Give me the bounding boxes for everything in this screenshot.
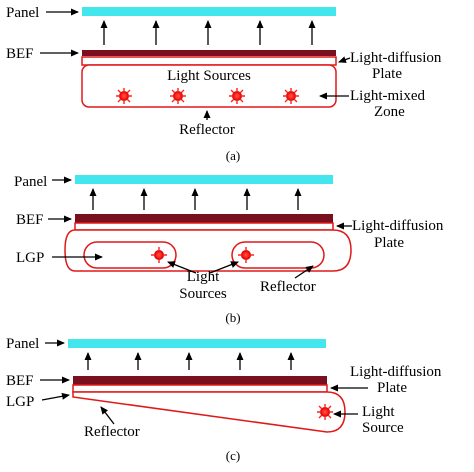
lgp-label-c: LGP: [6, 394, 34, 410]
light-arrows-b: [89, 188, 302, 210]
diffusion-label-a-2: Plate: [372, 66, 402, 82]
wedge-lgp-reflector-c: [72, 391, 346, 433]
light-source-c: [317, 404, 333, 420]
light-sources-a: [116, 88, 299, 104]
sources-label-b-1: Light: [187, 269, 220, 285]
diffusion-label-b-2: Plate: [374, 235, 404, 251]
panel-b: [75, 175, 333, 184]
reflector-pointer-b: [294, 265, 314, 279]
lgp-right-b: [231, 241, 325, 269]
light-sources-label-a: Light Sources: [167, 68, 251, 84]
diffusion-plate-c: [72, 384, 328, 393]
bef-label-a: BEF: [6, 46, 34, 62]
reflector-pointer-c: [100, 406, 115, 425]
diagram-c: Panel BEF LGP Light-diffusion Plate Refl…: [6, 336, 442, 463]
mixed-zone-label-a-2: Zone: [374, 104, 405, 120]
sources-pointer-b-left: [167, 261, 197, 274]
caption-b: (b): [225, 310, 240, 325]
light-arrows-a: [100, 20, 316, 45]
source-label-c-1: Light: [362, 404, 395, 420]
panel-label-c: Panel: [6, 336, 39, 352]
lgp-label-b: LGP: [16, 250, 44, 266]
diffusion-label-c-1: Light-diffusion: [350, 364, 442, 380]
light-sources-b: [151, 247, 254, 263]
panel-c: [68, 339, 326, 348]
lgp-pointer-c: [41, 392, 70, 401]
reflector-label-b: Reflector: [260, 279, 316, 295]
reflector-label-c: Reflector: [84, 424, 140, 440]
reflector-box-a: [81, 64, 337, 108]
source-label-c-2: Source: [362, 420, 404, 436]
diagram-a: Panel BEF Light Sources: [6, 5, 442, 163]
bef-label-b: BEF: [16, 212, 44, 228]
diagram-b: Panel BEF LGP Light-diffusion Plate: [14, 174, 444, 325]
diffusion-pointer-a: [338, 56, 351, 63]
diffusion-plate-a: [81, 56, 337, 66]
bef-c: [73, 376, 327, 385]
diffusion-plate-b: [74, 222, 334, 231]
diffusion-label-a-1: Light-diffusion: [350, 50, 442, 66]
caption-c: (c): [226, 448, 240, 463]
diffusion-label-c-2: Plate: [377, 380, 407, 396]
bef-a: [82, 50, 336, 56]
panel-a: [82, 7, 336, 16]
lgp-left-b: [83, 241, 177, 269]
sources-pointer-b-right: [209, 261, 239, 274]
sources-label-b-2: Sources: [179, 286, 227, 302]
panel-label-b: Panel: [14, 174, 47, 190]
reflector-label-a: Reflector: [179, 122, 235, 138]
diffusion-label-b-1: Light-diffusion: [352, 218, 444, 234]
bef-label-c: BEF: [6, 373, 34, 389]
light-arrows-c: [84, 352, 295, 370]
panel-label-a: Panel: [6, 5, 39, 21]
bef-b: [75, 214, 333, 223]
caption-a: (a): [226, 148, 240, 163]
mixed-zone-label-a-1: Light-mixed: [350, 88, 425, 104]
